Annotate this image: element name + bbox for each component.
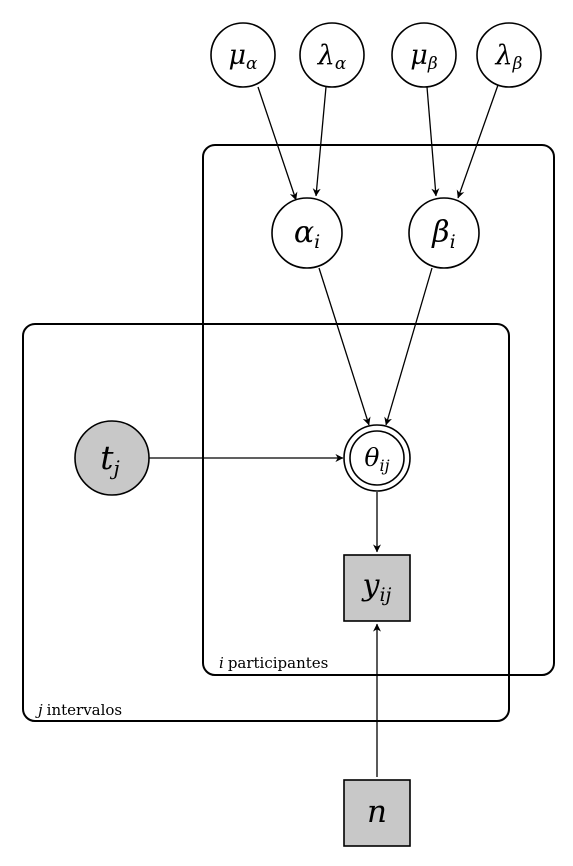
node-mu-beta: μβ xyxy=(391,22,457,88)
svg-text:αi: αi xyxy=(294,215,320,253)
node-y-ij: yij xyxy=(343,554,411,622)
svg-text:θij: θij xyxy=(364,443,389,475)
edge-lambda-alpha-to-alpha xyxy=(312,86,327,197)
svg-text:μα: μα xyxy=(228,40,258,74)
plate-participants xyxy=(202,144,555,676)
node-n: n xyxy=(343,779,411,847)
svg-text:n: n xyxy=(367,794,387,830)
svg-text:tj: tj xyxy=(100,438,119,480)
svg-text:λα: λα xyxy=(317,40,347,74)
node-mu-alpha: μα xyxy=(210,22,276,88)
edge-lambda-beta-to-beta xyxy=(456,84,499,199)
node-lambda-beta: λβ xyxy=(476,22,542,88)
svg-text:yij: yij xyxy=(361,568,392,606)
node-alpha-i: αi xyxy=(271,197,343,269)
svg-text:μβ: μβ xyxy=(410,40,438,74)
svg-text:λβ: λβ xyxy=(495,40,523,74)
svg-text:βi: βi xyxy=(431,215,455,253)
edge-alpha-to-theta xyxy=(318,267,371,426)
edge-mu-beta-to-beta xyxy=(426,86,440,197)
node-t-j: tj xyxy=(74,420,150,496)
node-beta-i: βi xyxy=(408,197,480,269)
node-lambda-alpha: λα xyxy=(299,22,365,88)
edge-mu-alpha-to-alpha xyxy=(257,86,298,201)
node-theta-ij: θij xyxy=(343,424,411,492)
plate-intervals xyxy=(22,323,510,722)
edge-beta-to-theta xyxy=(384,267,433,426)
